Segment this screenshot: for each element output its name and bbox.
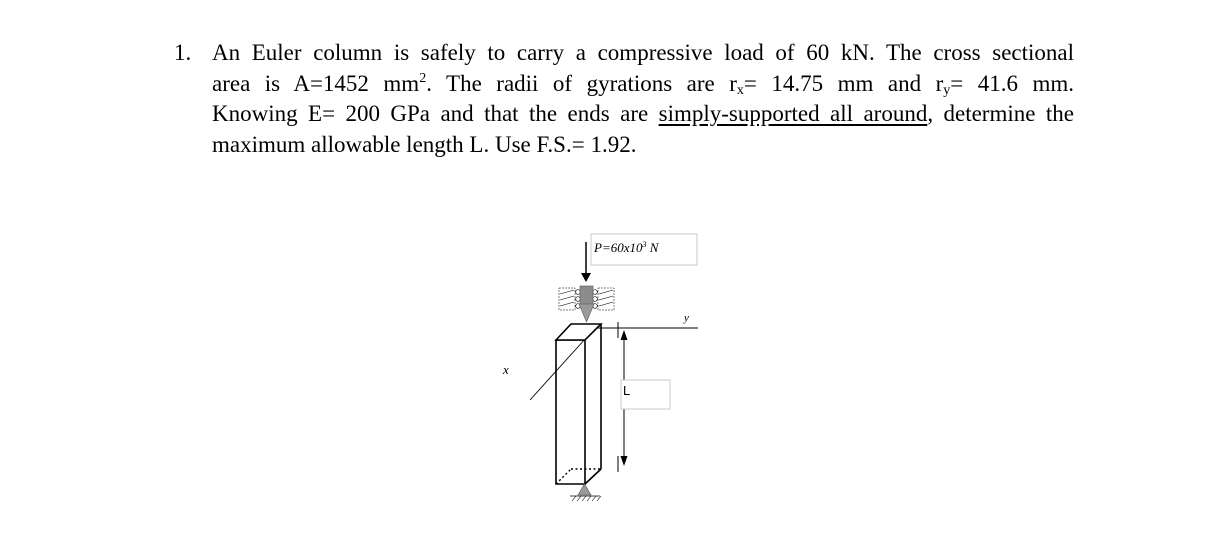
problem-line-4: maximum allowable length L. Use F.S.= 1.… — [212, 131, 637, 157]
problem-line-1: An Euler column is safely to carry a com… — [212, 40, 1074, 65]
boundary-condition-underlined: simply-supported all around — [658, 101, 928, 126]
top-pin-block — [579, 285, 594, 306]
y-axis-label: y — [683, 312, 689, 324]
top-support-wall-left — [558, 287, 576, 311]
radii-text: . The radii of gyrations are r — [426, 70, 737, 96]
rx-subscript: x — [736, 82, 744, 98]
modulus-text: Knowing E= 200 GPa and that the ends are — [212, 101, 659, 126]
top-support-hatch — [559, 289, 614, 307]
bottom-ground-hatch — [571, 495, 602, 502]
top-support-wall-right — [597, 287, 615, 311]
column-prism — [554, 323, 603, 485]
ry-value-text: = 41.6 mm. — [950, 70, 1075, 96]
load-label: P=60x103 N — [593, 240, 660, 255]
top-pin-cone — [578, 303, 595, 323]
area-unit-exponent: 2 — [419, 70, 427, 86]
length-dim-arrow-bottom — [620, 456, 628, 466]
length-dim-arrow-top — [620, 330, 628, 340]
length-label-box — [620, 379, 671, 410]
problem-number: 1. — [174, 40, 192, 65]
rx-value-text: = 14.75 mm and r — [743, 70, 944, 96]
problem-line-2: area is A=1452 mm2. The radii of gyratio… — [212, 69, 1074, 100]
load-label-box — [590, 233, 698, 266]
problem-statement: An Euler column is safely to carry a com… — [212, 38, 1074, 160]
x-axis-label: x — [502, 362, 509, 377]
x-axis-line — [529, 337, 587, 401]
ry-subscript: y — [943, 82, 951, 98]
area-text: area is A=1452 mm — [212, 70, 420, 96]
problem-line-3: Knowing E= 200 GPa and that the ends are… — [212, 99, 1074, 130]
determine-text: , determine the — [927, 101, 1074, 126]
column-figure: P=60x103 N x y — [502, 233, 698, 502]
length-label: L — [623, 383, 630, 398]
load-arrow-head — [581, 273, 591, 282]
bottom-pin-triangle — [577, 483, 592, 496]
